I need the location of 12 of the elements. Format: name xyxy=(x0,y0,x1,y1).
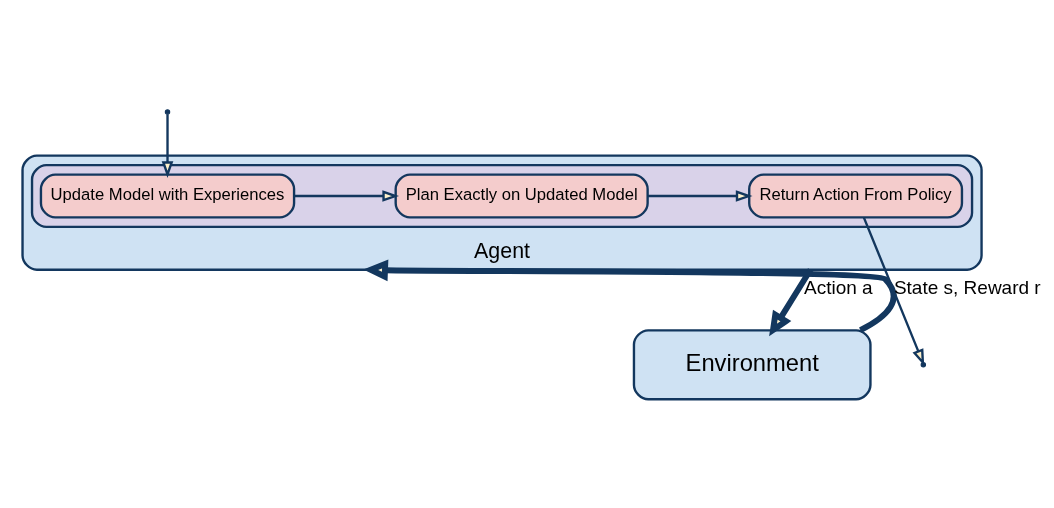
edge-label: Action a xyxy=(804,276,873,298)
node-box: Return Action From Policy xyxy=(748,172,964,219)
node-box: Update Model with Experiences xyxy=(39,172,296,219)
arrow xyxy=(769,267,814,336)
edge-label: State s, Reward r xyxy=(893,276,1041,298)
arrow xyxy=(647,189,753,202)
arrow xyxy=(363,259,897,333)
arrow xyxy=(294,189,400,202)
node-box: Plan Exactly on Updated Model xyxy=(394,172,649,219)
cluster xyxy=(30,163,974,228)
arrow xyxy=(161,113,174,178)
node-box: Environment xyxy=(632,328,872,400)
